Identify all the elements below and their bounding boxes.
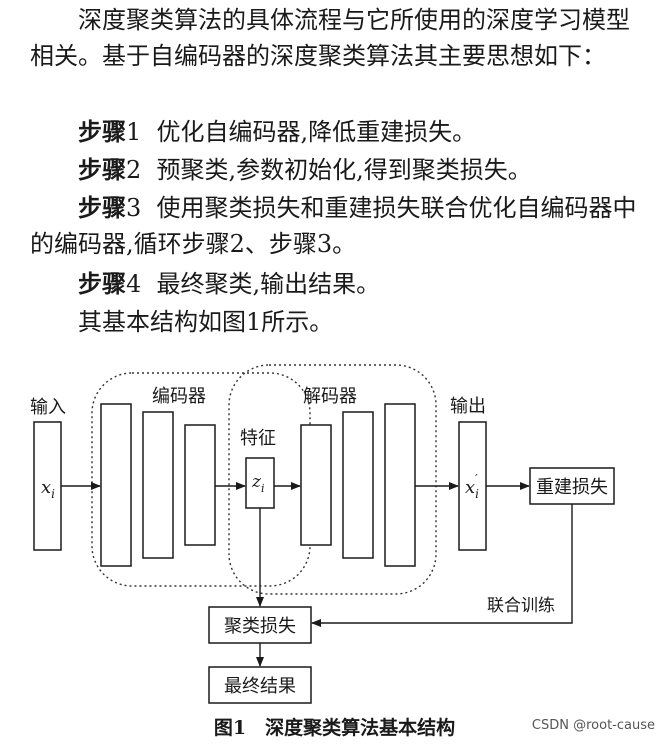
architecture-diagram: 输入 编码器 特征 解码器 输出 xi zi xi′ 重建损失 聚类损失 最终结… <box>30 364 615 704</box>
step-number: 4 <box>126 270 142 298</box>
feature-label: 特征 <box>240 428 276 449</box>
input-label: 输入 <box>30 397 66 418</box>
reconstruction-loss-label: 重建损失 <box>536 477 608 498</box>
step-label: 步骤 <box>78 193 126 222</box>
step-text: 优化自编码器,降低重建损失。 <box>156 118 477 146</box>
step-3: 步骤3 使用聚类损失和重建损失联合优化自编码器中的编码器,循环步骤2、步骤3。 <box>30 190 640 262</box>
step-label: 步骤 <box>78 155 126 184</box>
csdn-watermark: CSDN @root-cause <box>531 718 655 733</box>
step-2: 步骤2 预聚类,参数初始化,得到聚类损失。 <box>30 152 640 188</box>
reconstruction-loss-box <box>529 467 615 505</box>
step-text: 预聚类,参数初始化,得到聚类损失。 <box>156 156 532 184</box>
feature-box <box>245 457 275 509</box>
step-number: 3 <box>126 194 142 222</box>
encoder-layer-2 <box>142 411 174 559</box>
decoder-layer-3 <box>384 403 416 567</box>
closing-paragraph: 其基本结构如图1所示。 <box>30 304 640 340</box>
feature-z-symbol: zi <box>251 472 265 495</box>
decoder-layer-2 <box>342 411 374 559</box>
step-4: 步骤4 最终聚类,输出结果。 <box>30 266 640 302</box>
input-x-symbol: xi <box>41 477 55 501</box>
step-text: 最终聚类,输出结果。 <box>156 270 381 298</box>
final-result-box <box>208 666 312 704</box>
decoder-dotted-region <box>228 364 437 595</box>
step-number: 2 <box>126 156 142 184</box>
step-label: 步骤 <box>78 269 126 298</box>
figure-caption: 图1 深度聚类算法基本结构 <box>213 717 456 739</box>
arrow-joint-training-feedback <box>311 504 573 627</box>
step-1: 步骤1 优化自编码器,降低重建损失。 <box>30 114 640 150</box>
step-number: 1 <box>126 118 142 146</box>
encoder-dotted-region <box>91 372 311 587</box>
step-text: 使用聚类损失和重建损失联合优化自编码器中的编码器,循环步骤2、步骤3。 <box>30 194 637 258</box>
intro-paragraph: 深度聚类算法的具体流程与它所使用的深度学习模型相关。基于自编码器的深度聚类算法其… <box>30 2 640 74</box>
closing-text: 其基本结构如图1所示。 <box>78 308 334 336</box>
encoder-layer-3 <box>184 424 216 546</box>
intro-text: 深度聚类算法的具体流程与它所使用的深度学习模型相关。基于自编码器的深度聚类算法其… <box>30 6 630 70</box>
decoder-label: 解码器 <box>303 386 357 407</box>
joint-training-label: 联合训练 <box>487 596 555 616</box>
step-label: 步骤 <box>78 117 126 146</box>
encoder-label: 编码器 <box>152 386 206 407</box>
cluster-loss-label: 聚类损失 <box>224 616 296 637</box>
output-x-symbol: xi′ <box>465 472 479 501</box>
output-label: 输出 <box>450 396 486 417</box>
decoder-layer-1 <box>300 424 332 546</box>
final-result-label: 最终结果 <box>224 676 296 697</box>
encoder-layer-1 <box>100 403 132 567</box>
